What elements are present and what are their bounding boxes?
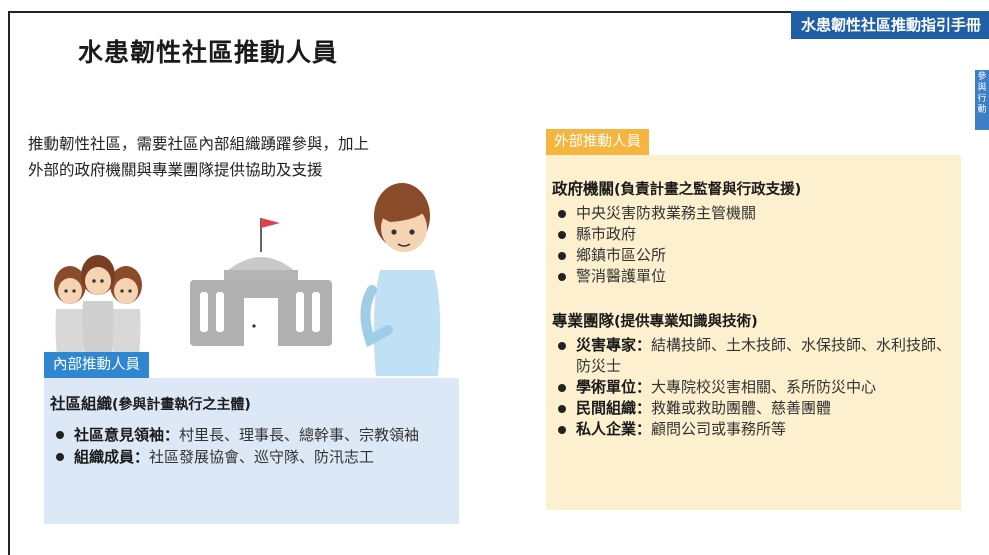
item-label: 災害專家： <box>576 336 652 354</box>
bullet-icon <box>558 426 566 434</box>
bullet-icon <box>558 342 566 350</box>
list-item: 鄉鎮市區公所 <box>552 245 953 266</box>
gov-heading-note: (負責計畫之監督與行政支援) <box>614 182 802 198</box>
external-staff-panel: 政府機關(負責計畫之監督與行政支援) 中央災害防救業務主管機關 縣市政府 鄉鎮市… <box>546 155 961 510</box>
pro-list: 災害專家：結構技師、土木技師、水保技師、水利技師、防災士 學術單位：大專院校災害… <box>552 335 953 440</box>
item-text: 社區發展協會、巡守隊、防汛志工 <box>149 448 375 466</box>
government-building-icon <box>190 218 332 346</box>
side-tab[interactable]: 參與行動 <box>975 70 989 130</box>
list-item: 組織成員：社區發展協會、巡守隊、防汛志工 <box>50 446 449 468</box>
item-label: 社區意見領袖： <box>74 426 180 444</box>
item-label: 私人企業： <box>576 420 652 438</box>
gov-heading-title: 政府機關 <box>552 180 615 198</box>
intro-line-2: 外部的政府機關與專業團隊提供協助及支援 <box>28 161 323 179</box>
page-title: 水患韌性社區推動人員 <box>78 38 339 67</box>
item-label: 民間組織： <box>576 399 652 417</box>
list-item: 私人企業：顧問公司或事務所等 <box>552 419 953 440</box>
section-gap <box>552 287 953 309</box>
item-label: 學術單位： <box>576 378 652 396</box>
bullet-icon <box>558 273 566 281</box>
item-text: 結構技師、土木技師、水保技師、水利技師、防災士 <box>576 336 952 375</box>
bullet-icon <box>558 252 566 260</box>
item-text: 縣市政府 <box>576 225 637 243</box>
bullet-icon <box>56 431 64 439</box>
item-text: 中央災害防救業務主管機關 <box>576 204 757 222</box>
bullet-icon <box>558 231 566 239</box>
item-text: 鄉鎮市區公所 <box>576 246 667 264</box>
item-label: 組織成員： <box>74 448 150 466</box>
internal-heading: 社區組織(參與計畫執行之主體) <box>50 392 449 414</box>
item-text: 村里長、理事長、總幹事、宗教領袖 <box>179 426 420 444</box>
bullet-icon <box>558 405 566 413</box>
pro-heading: 專業團隊(提供專業知識與技術) <box>552 309 953 331</box>
gov-list: 中央災害防救業務主管機關 縣市政府 鄉鎮市區公所 警消醫護單位 <box>552 203 953 287</box>
bullet-icon <box>558 210 566 218</box>
item-text: 警消醫護單位 <box>576 267 667 285</box>
internal-heading-note: (參與計畫執行之主體) <box>112 397 251 413</box>
list-item: 警消醫護單位 <box>552 266 953 287</box>
community-illustration <box>54 183 441 377</box>
frame-left-border <box>8 12 10 555</box>
intro-line-1: 推動韌性社區，需要社區內部組織踴躍參與，加上 <box>28 135 370 153</box>
gov-heading: 政府機關(負責計畫之監督與行政支援) <box>552 177 953 199</box>
list-item: 災害專家：結構技師、土木技師、水保技師、水利技師、防災士 <box>552 335 953 377</box>
internal-staff-panel: 社區組織(參與計畫執行之主體) 社區意見領袖：村里長、理事長、總幹事、宗教領袖 … <box>44 378 459 524</box>
list-item: 民間組織：救難或救助團體、慈善團體 <box>552 398 953 419</box>
item-text: 顧問公司或事務所等 <box>651 420 787 438</box>
intro-paragraph: 推動韌性社區，需要社區內部組織踴躍參與，加上 外部的政府機關與專業團隊提供協助及… <box>28 131 458 183</box>
internal-staff-tag: 內部推動人員 <box>44 352 149 378</box>
bullet-icon <box>56 453 64 461</box>
item-text: 大專院校災害相關、系所防災中心 <box>651 378 877 396</box>
handbook-banner: 水患韌性社區推動指引手冊 <box>790 11 989 39</box>
internal-heading-title: 社區組織 <box>50 395 113 413</box>
item-text: 救難或救助團體、慈善團體 <box>651 399 832 417</box>
list-item: 社區意見領袖：村里長、理事長、總幹事、宗教領袖 <box>50 424 449 446</box>
bullet-icon <box>558 384 566 392</box>
list-item: 縣市政府 <box>552 224 953 245</box>
standing-person-icon <box>360 183 441 376</box>
frame-top-border <box>8 11 989 13</box>
internal-list: 社區意見領袖：村里長、理事長、總幹事、宗教領袖 組織成員：社區發展協會、巡守隊、… <box>50 424 449 468</box>
pro-heading-note: (提供專業知識與技術) <box>614 314 758 330</box>
pro-heading-title: 專業團隊 <box>552 312 615 330</box>
list-item: 學術單位：大專院校災害相關、系所防災中心 <box>552 377 953 398</box>
list-item: 中央災害防救業務主管機關 <box>552 203 953 224</box>
external-staff-tag: 外部推動人員 <box>546 129 649 155</box>
